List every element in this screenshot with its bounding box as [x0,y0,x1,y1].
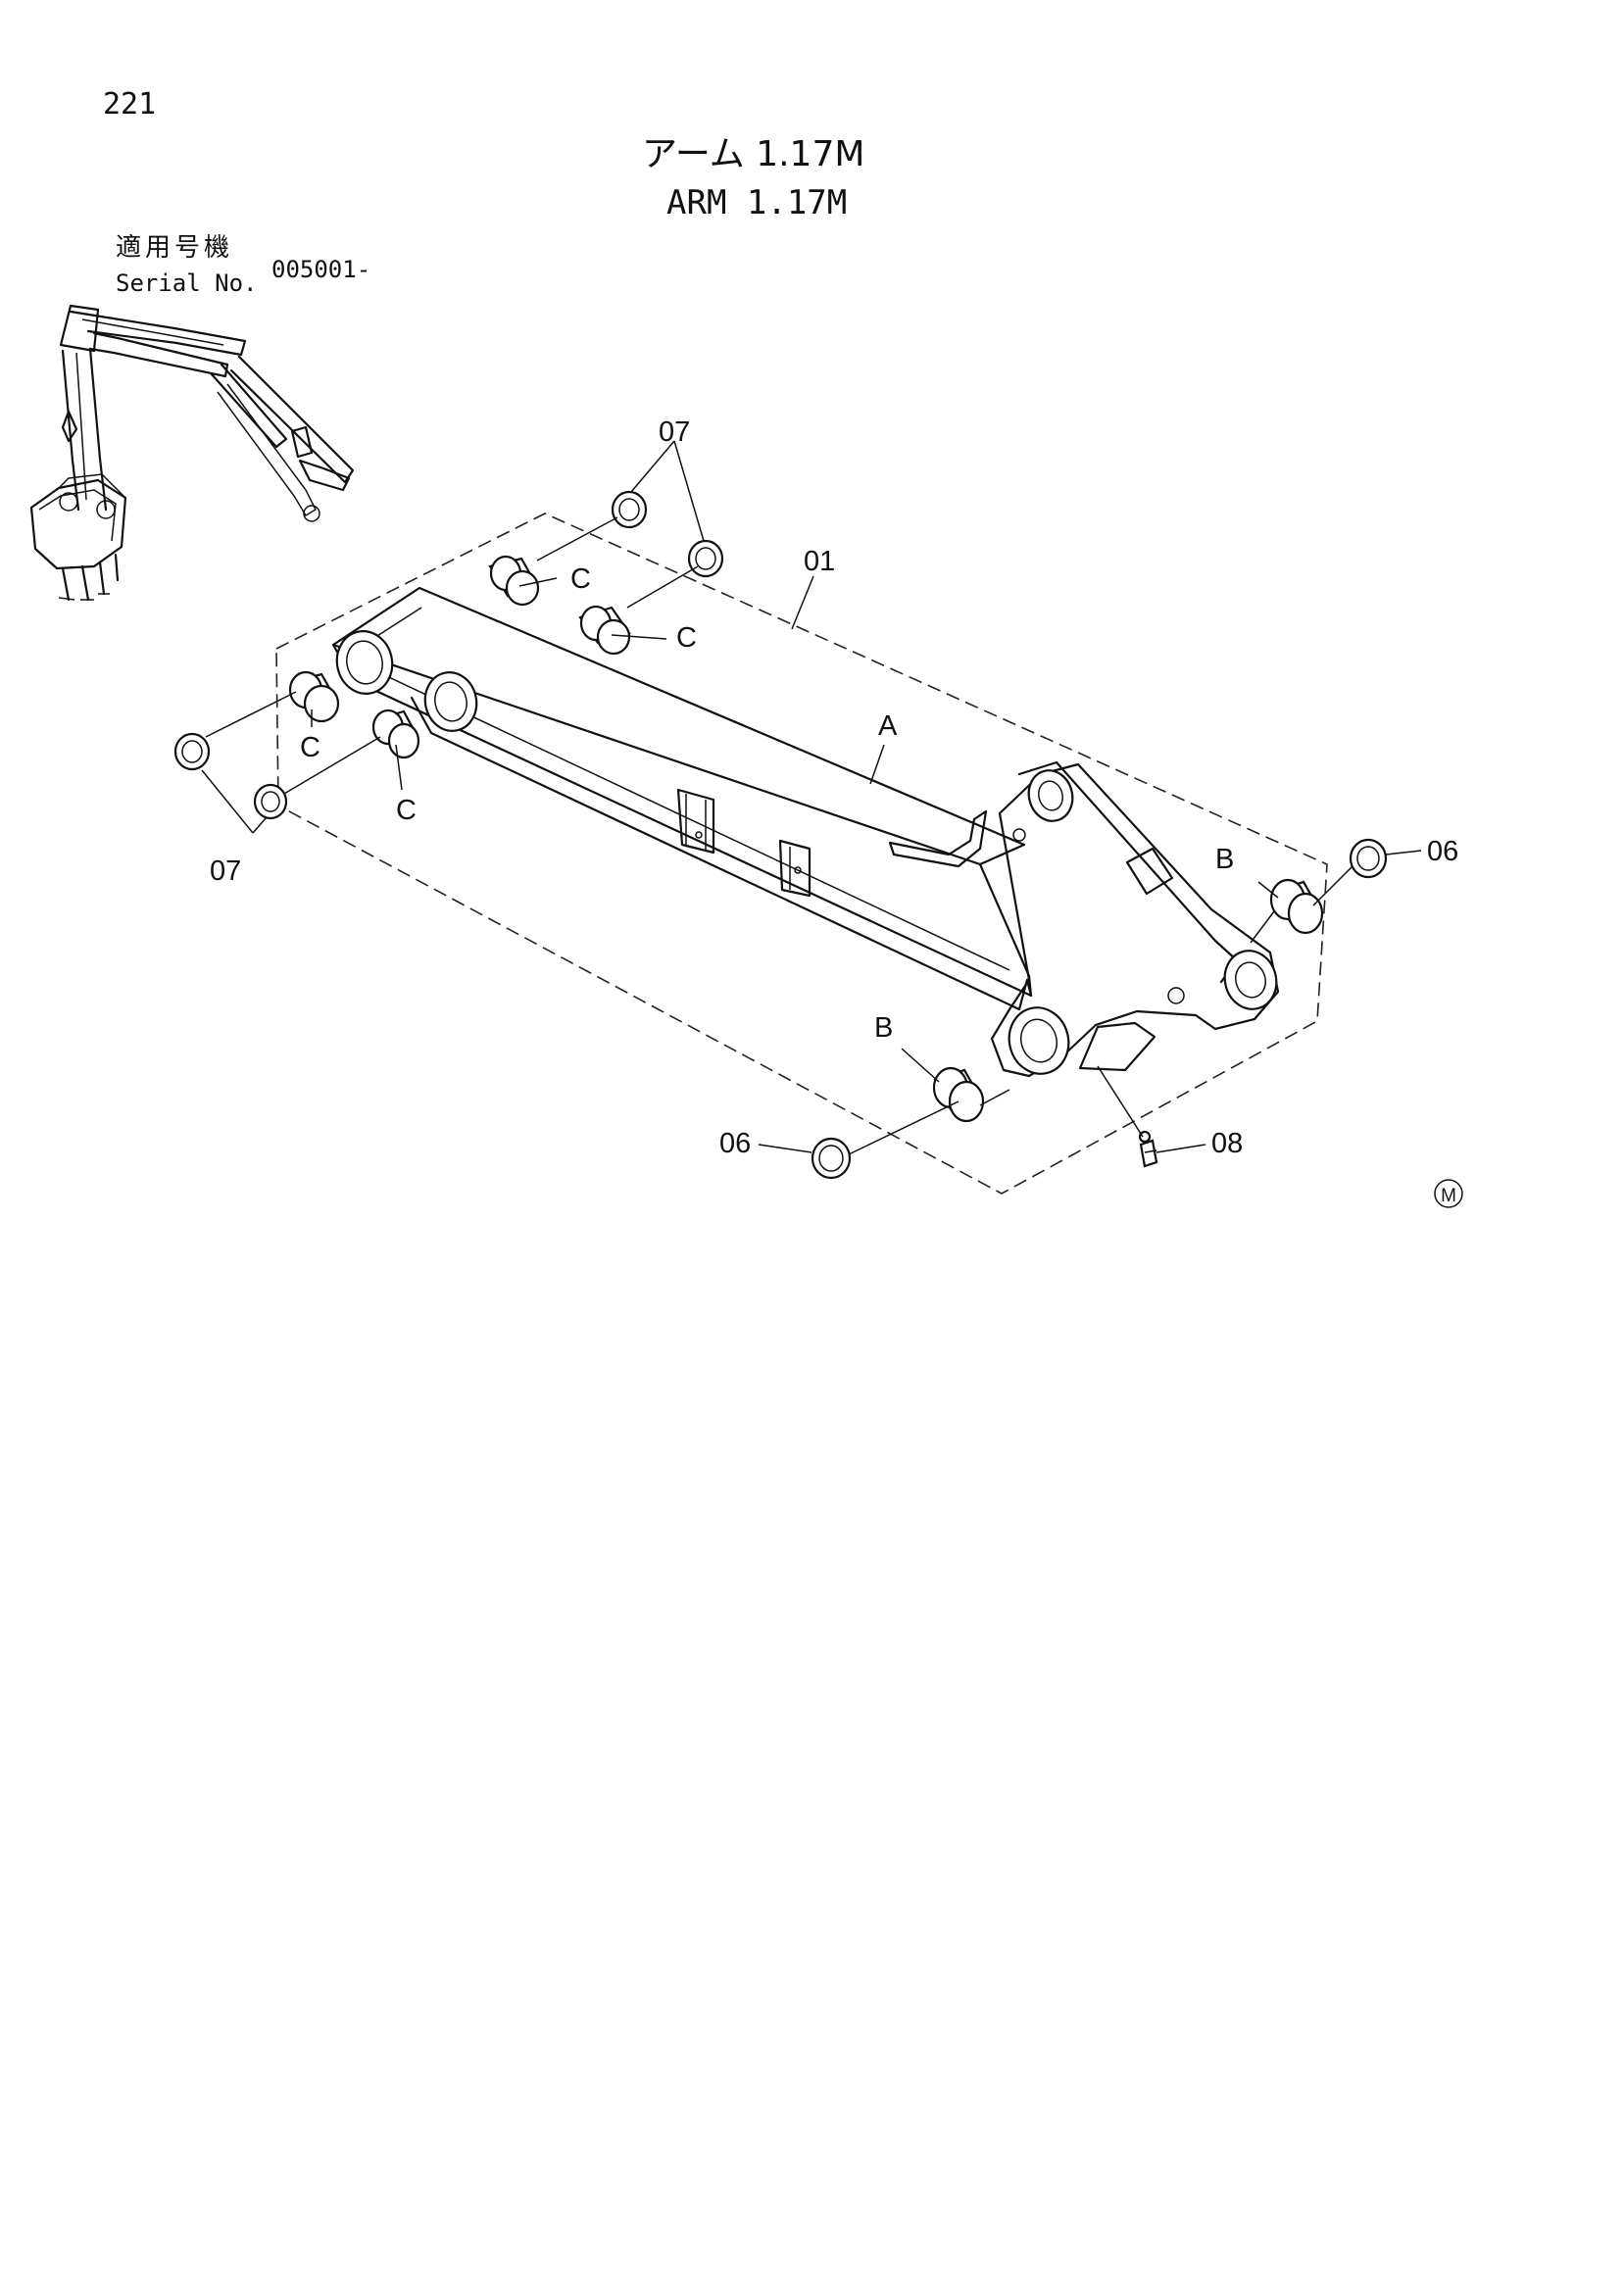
callout-07-left: 07 [210,855,241,887]
callout-c-1: C [570,563,591,595]
arm-body [331,586,1280,1078]
grease-fitting-08 [1138,1130,1158,1168]
leader-lines [201,440,1422,1155]
seal-07-top-left [611,490,648,529]
callout-b-right: B [1215,844,1234,875]
bushing-c-1 [488,555,540,607]
serial-label-japanese: 適用号機 [116,233,234,263]
callout-a: A [878,710,898,742]
serial-label-english: Serial No. [116,269,258,297]
callouts: 07 01 C C C C A 07 B 06 B 06 08 M [210,416,1463,1208]
manufacturer-mark [1434,1179,1463,1208]
bushing-b-bottom [932,1066,985,1123]
bushing-b-right [1269,878,1324,935]
callout-06-right: 06 [1427,836,1458,867]
bushing-c-3 [288,670,340,723]
assembly-boundary [275,513,1328,1195]
seal-06-right [1349,838,1388,879]
callout-08: 08 [1211,1128,1243,1159]
callout-01: 01 [804,546,835,577]
callout-c-4: C [396,795,417,826]
callout-07-top: 07 [659,416,690,448]
serial-number-value: 005001- [271,256,371,283]
page-number: 221 [103,87,157,122]
callout-c-2: C [676,622,697,654]
manufacturer-mark-letter: M [1441,1186,1456,1206]
seal-06-bottom [811,1137,852,1180]
excavator-thumbnail [29,304,355,602]
bushing-c-4 [371,708,420,759]
seal-07-left-2 [253,783,288,820]
callout-b-bottom: B [874,1012,893,1044]
callout-06-bottom: 06 [719,1128,751,1159]
seal-07-top-right [687,539,724,578]
title-japanese: アーム 1.17M [642,134,865,174]
callout-c-3: C [300,732,320,763]
seal-07-left-1 [173,732,211,771]
title-english: ARM 1.17M [666,183,848,222]
bushing-c-2 [578,605,631,656]
